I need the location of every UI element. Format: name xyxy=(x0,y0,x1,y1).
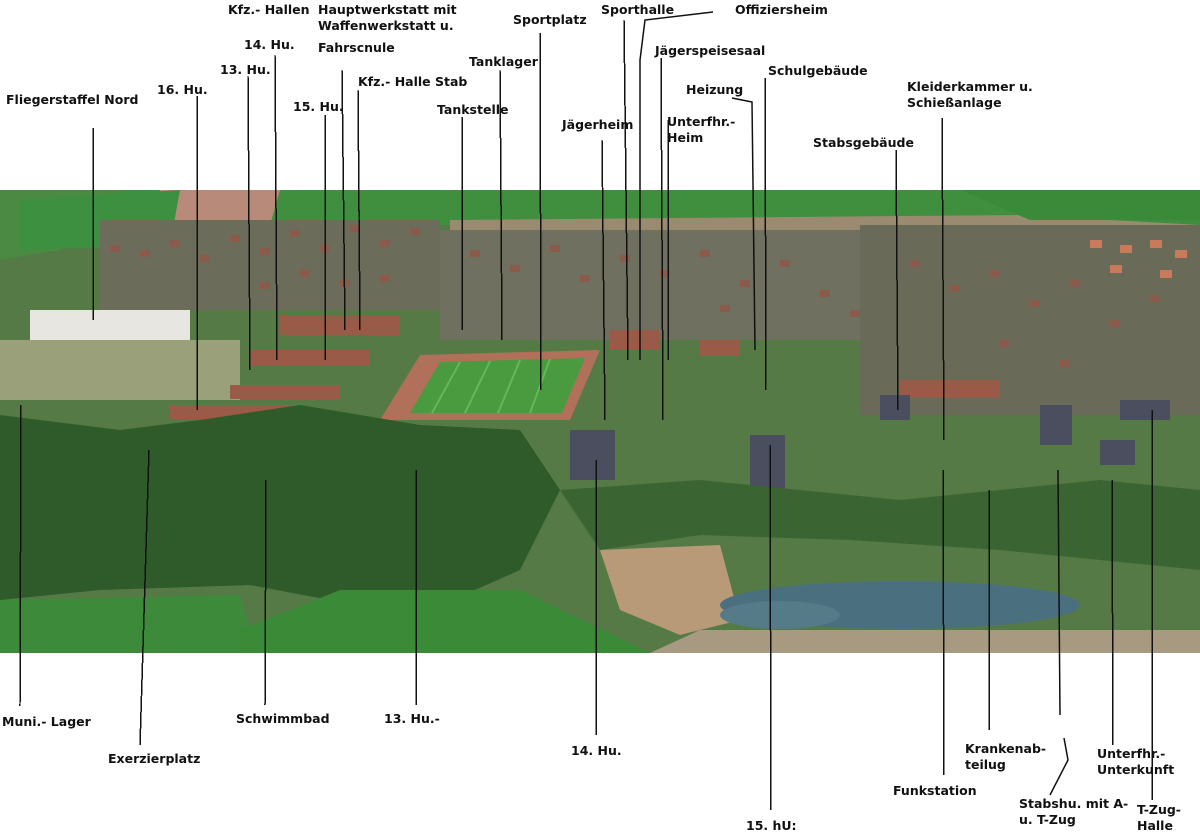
housing-area-center xyxy=(440,230,860,340)
distant-field-brown xyxy=(160,190,280,225)
barracks-roofs xyxy=(170,315,1000,419)
label-sporthalle: Sporthalle xyxy=(601,2,675,17)
label-kfz-hallen: Kfz.- Hallen xyxy=(228,2,310,17)
label-schulgebaeude: Schulgebäude xyxy=(768,63,868,78)
label-16-hu: 16. Hu. xyxy=(157,82,208,97)
label-muni-lager: Muni.- Lager xyxy=(2,714,91,729)
label-t-zug-halle: T-Zug- Halle xyxy=(1137,802,1181,833)
aerial-photo xyxy=(0,190,1200,653)
label-14-hu-top: 14. Hu. xyxy=(244,37,295,52)
label-unterfhr-unterkunft: Unterfhr.- Unterkunft xyxy=(1097,746,1175,777)
label-tankstelle: Tankstelle xyxy=(437,102,509,117)
hangar xyxy=(30,310,190,340)
forest xyxy=(0,405,560,610)
forest-right xyxy=(560,480,1200,570)
lower-field xyxy=(0,595,250,653)
label-fliegerstaffel-nord: Fliegerstaffel Nord xyxy=(6,92,139,107)
label-unterfhr-heim: Unterfhr.- Heim xyxy=(667,114,736,145)
label-stabsgebaeude: Stabsgebäude xyxy=(813,135,914,150)
label-heizung: Heizung xyxy=(686,82,744,97)
new-houses xyxy=(1090,240,1187,278)
right-field xyxy=(960,190,1200,220)
label-jaegerheim: Jägerheim xyxy=(562,117,634,132)
label-13-hu-top: 13. Hu. xyxy=(220,62,271,77)
label-kfz-halle-stab: Kfz.- Halle Stab xyxy=(358,74,468,89)
label-exerzierplatz: Exerzierplatz xyxy=(108,751,201,766)
label-jaegerspeisesaal: Jägerspeisesaal xyxy=(655,43,766,58)
label-funkstation: Funkstation xyxy=(893,783,977,798)
label-schwimmbad: Schwimmbad xyxy=(236,711,330,726)
field-stripes xyxy=(431,358,551,414)
label-tanklager: Tanklager xyxy=(469,54,538,69)
label-hauptwerkstatt: Hauptwerkstatt mit Waffenwerkstatt u. xyxy=(318,2,457,33)
label-offiziersheim: Offiziersheim xyxy=(735,2,828,17)
label-15-hu-bottom: 15. hU: xyxy=(746,818,797,833)
label-kleiderkammer: Kleiderkammer u. Schießanlage xyxy=(907,79,1033,110)
label-14-hu-bottom: 14. Hu. xyxy=(571,743,622,758)
house-roofs xyxy=(110,225,1160,367)
label-13-hu-bottom: 13. Hu.- xyxy=(384,711,440,726)
label-15-hu-top: 15. Hu. xyxy=(293,99,344,114)
clearing xyxy=(600,545,740,635)
label-sportplatz: Sportplatz xyxy=(513,12,587,27)
label-stabshu: Stabshu. mit A- u. T-Zug xyxy=(1019,796,1129,827)
housing-area-left xyxy=(100,220,440,310)
label-fahrschule: Fahrscnule xyxy=(318,40,395,55)
label-krankenabteilung: Krankenab- teilug xyxy=(965,741,1047,772)
lower-field-right xyxy=(240,590,650,653)
lower-right-ground xyxy=(650,630,1200,653)
